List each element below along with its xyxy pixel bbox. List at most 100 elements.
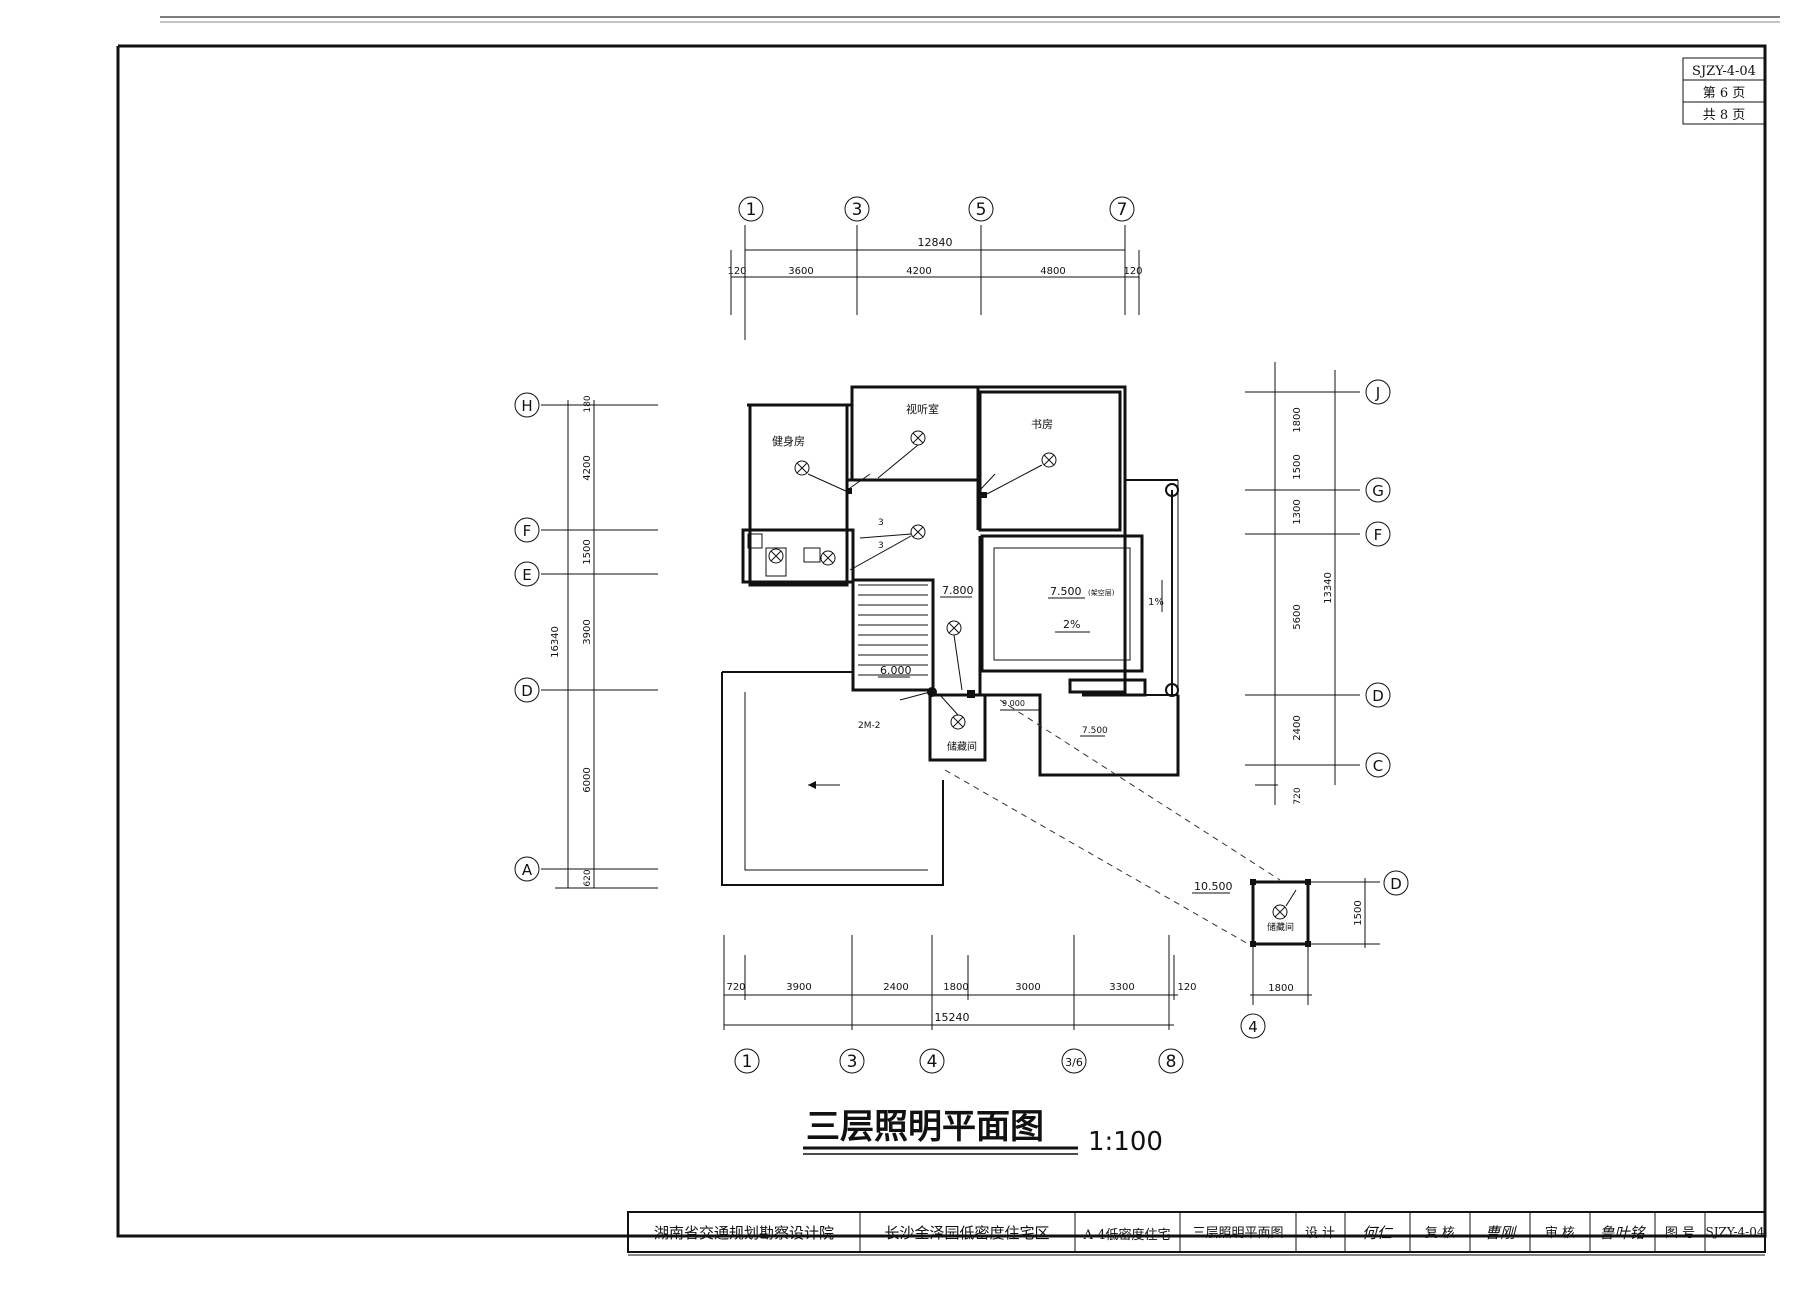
axis-bubble-detail-4	[1240, 1013, 1266, 1039]
ceiling-light-gym	[794, 460, 810, 476]
sheet-code-box: SJZY-4-04 第 6 页 共 8 页	[1682, 57, 1766, 125]
bottom-dim-4: 1800	[943, 982, 968, 993]
landing-outline	[985, 693, 1180, 777]
roof-drain-arrow-head	[808, 781, 816, 789]
title-block-drawing: 三层照明平面图	[1192, 1226, 1283, 1241]
detail-room-label: 储藏间	[1267, 921, 1294, 933]
axis-label-bottom-3-6: 3/6	[1065, 1056, 1083, 1069]
detail-room-outline	[1251, 880, 1310, 946]
exterior-wall	[747, 385, 1147, 697]
column-round	[1165, 483, 1179, 497]
axis-label-top-7: 7	[1117, 200, 1128, 220]
detail-column	[1250, 879, 1256, 885]
bottom-dim-6: 3300	[1109, 982, 1134, 993]
bottom-dimension-group: 720 3900 2400 1800 3000 3300 120 15240 1…	[723, 935, 1197, 1074]
drawing-title-group: 三层照明平面图 1:100	[803, 1107, 1163, 1157]
ceiling-light-storage	[950, 714, 966, 730]
axis-bubble-bottom-8	[1158, 1048, 1184, 1074]
axis-label-left-E: E	[522, 566, 531, 584]
axis-bubble-top-1	[738, 196, 764, 222]
axis-label-right-J: J	[1375, 384, 1380, 402]
roof-edge	[721, 672, 944, 886]
ceiling-light-av	[910, 430, 926, 446]
distribution-box	[927, 687, 937, 697]
ceiling-light-corridor	[910, 524, 926, 540]
axis-label-bottom-8: 8	[1166, 1052, 1177, 1072]
roof-elevation: 7.500	[1082, 726, 1108, 736]
door-swing	[979, 473, 996, 491]
terrace-elevation: 7.500	[1050, 585, 1082, 598]
bottom-overall-dim: 15240	[935, 1011, 970, 1024]
title-block-org: 湖南省交通规划勘察设计院	[654, 1224, 834, 1242]
right-dim-6: 720	[1293, 787, 1303, 804]
stair-treads	[858, 584, 928, 676]
wiring-line	[849, 535, 912, 571]
axis-label-top-5: 5	[976, 200, 987, 220]
ceiling-light-bath-2	[820, 550, 836, 566]
axis-bubble-top-3	[844, 196, 870, 222]
right-dim-1: 1800	[1292, 407, 1303, 432]
wiring-line	[899, 691, 931, 701]
bottom-dim-5: 3000	[1015, 982, 1040, 993]
top-overall-dim: 12840	[918, 236, 953, 249]
title-block-review-label: 复 核	[1425, 1226, 1455, 1241]
axis-bubble-detail-D	[1383, 870, 1409, 896]
ceiling-light-detail	[1272, 904, 1288, 920]
top-dim-2: 3600	[788, 266, 813, 277]
floor-plan	[721, 385, 1281, 946]
wiring-line	[939, 694, 959, 716]
bottom-dim-7: 120	[1177, 982, 1196, 993]
right-dim-5: 2400	[1292, 715, 1303, 740]
wiring-line	[1285, 889, 1297, 907]
axis-bubble-right-G	[1365, 477, 1391, 503]
wash-basin	[747, 533, 763, 549]
light-fixtures	[768, 430, 1057, 730]
stair-elevation: 6.000	[880, 664, 912, 677]
plan-annotations: 健身房 视听室 书房 储藏间 7.500 (架空层) 2% 1% 7.800 6…	[772, 402, 1164, 753]
axis-bubble-right-F	[1365, 521, 1391, 547]
axis-label-bottom-4: 4	[927, 1052, 938, 1072]
axis-label-top-3: 3	[852, 200, 863, 220]
ceiling-light-stair	[946, 620, 962, 636]
axis-label-detail-4: 4	[1248, 1018, 1258, 1036]
wiring-line	[953, 634, 963, 691]
wiring-line	[807, 473, 849, 493]
axis-bubble-top-7	[1109, 196, 1135, 222]
title-block-no-label: 图 号	[1665, 1226, 1695, 1241]
detail-elevation: 10.500	[1194, 880, 1233, 893]
title-block-review-signature: 曹刚	[1485, 1224, 1517, 1242]
bathroom-outline	[741, 528, 855, 584]
top-dim-4: 4800	[1040, 266, 1065, 277]
axis-label-left-H: H	[521, 397, 532, 415]
axis-bubble-right-C	[1365, 752, 1391, 778]
axis-bubble-left-A	[514, 856, 540, 882]
axis-label-right-G: G	[1372, 482, 1384, 500]
right-dim-4: 5600	[1292, 604, 1303, 629]
sheet-border	[116, 44, 1767, 1238]
right-dim-2: 1500	[1292, 454, 1303, 479]
drawing-scale: 1:100	[1088, 1127, 1163, 1157]
axis-bubble-left-E	[514, 561, 540, 587]
right-overall-dim: 13340	[1323, 572, 1334, 604]
ceiling-light-study	[1041, 452, 1057, 468]
detail-dim-height: 1500	[1353, 900, 1364, 925]
axis-bubble-bottom-4	[919, 1048, 945, 1074]
corridor-elevation: 7.800	[942, 584, 974, 597]
wiring-line	[859, 533, 912, 539]
right-dimension-group: 1800 1500 1300 5600 2400 720 13340 J G F…	[1245, 362, 1391, 805]
top-dim-5: 120	[1123, 266, 1142, 277]
axis-bubble-top-5	[968, 196, 994, 222]
shower	[803, 547, 821, 563]
axis-label-right-C: C	[1373, 757, 1383, 775]
gym-room-outline	[748, 403, 849, 587]
landing-elevation: 9.000	[1002, 699, 1025, 708]
left-overall-dim: 16340	[550, 626, 561, 658]
axis-bubble-right-J	[1365, 379, 1391, 405]
column-round	[1165, 683, 1179, 697]
wiring-line	[877, 444, 919, 479]
axis-bubble-right-D	[1365, 682, 1391, 708]
storage-room-outline	[928, 693, 987, 762]
left-dim-4: 3900	[582, 619, 593, 644]
roof-storage-detail: 储藏间 10.500 1500 D 1800 4	[1192, 870, 1409, 1039]
